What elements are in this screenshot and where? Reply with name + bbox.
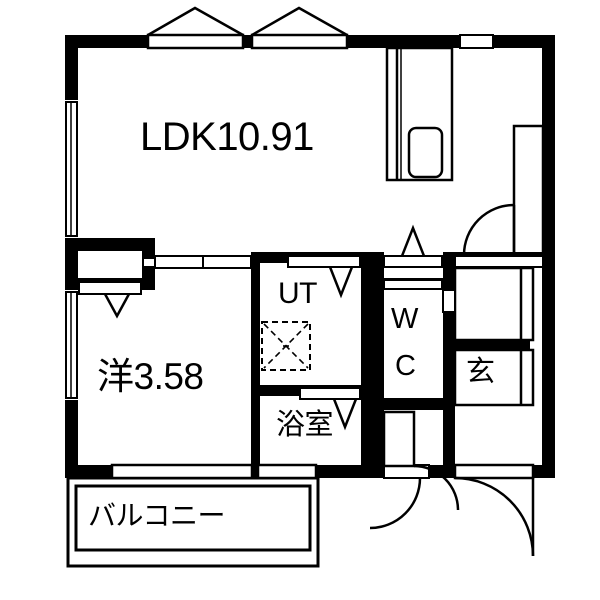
ldk-window-top-small bbox=[459, 34, 494, 49]
ldk-window-top-left bbox=[146, 6, 245, 50]
room-label-wc-c: C bbox=[395, 350, 416, 382]
hall-opening-right bbox=[454, 255, 544, 268]
room-label-bath: 浴室 bbox=[276, 409, 334, 441]
hall-opening-top bbox=[383, 224, 443, 268]
shoe-box bbox=[442, 266, 535, 342]
ut-door[interactable] bbox=[287, 255, 361, 299]
hall-door[interactable] bbox=[369, 410, 460, 530]
ldk-window-left bbox=[65, 100, 78, 238]
ldk-hall-door[interactable] bbox=[462, 203, 516, 258]
room-label-ut: UT bbox=[278, 277, 318, 310]
genkan-area bbox=[453, 348, 535, 407]
room-window-left bbox=[65, 290, 78, 400]
room-label-western: 洋3.58 bbox=[97, 356, 204, 397]
wc-door[interactable] bbox=[383, 279, 443, 290]
ldk-closet bbox=[512, 124, 545, 268]
room-label-ldk: LDK10.91 bbox=[140, 115, 314, 159]
room-window-bottom[interactable] bbox=[110, 463, 318, 480]
room-closet bbox=[76, 249, 144, 319]
room-door[interactable] bbox=[154, 255, 252, 269]
room-label-wc-w: W bbox=[391, 303, 418, 335]
washer-space bbox=[261, 321, 311, 371]
room-label-balcony: バルコニー bbox=[88, 500, 225, 531]
entrance-door[interactable] bbox=[453, 463, 535, 557]
kitchen-sink bbox=[407, 126, 444, 179]
room-label-genkan: 玄 bbox=[466, 356, 495, 388]
ldk-window-top-right bbox=[250, 6, 349, 50]
bath-door[interactable] bbox=[299, 387, 361, 431]
